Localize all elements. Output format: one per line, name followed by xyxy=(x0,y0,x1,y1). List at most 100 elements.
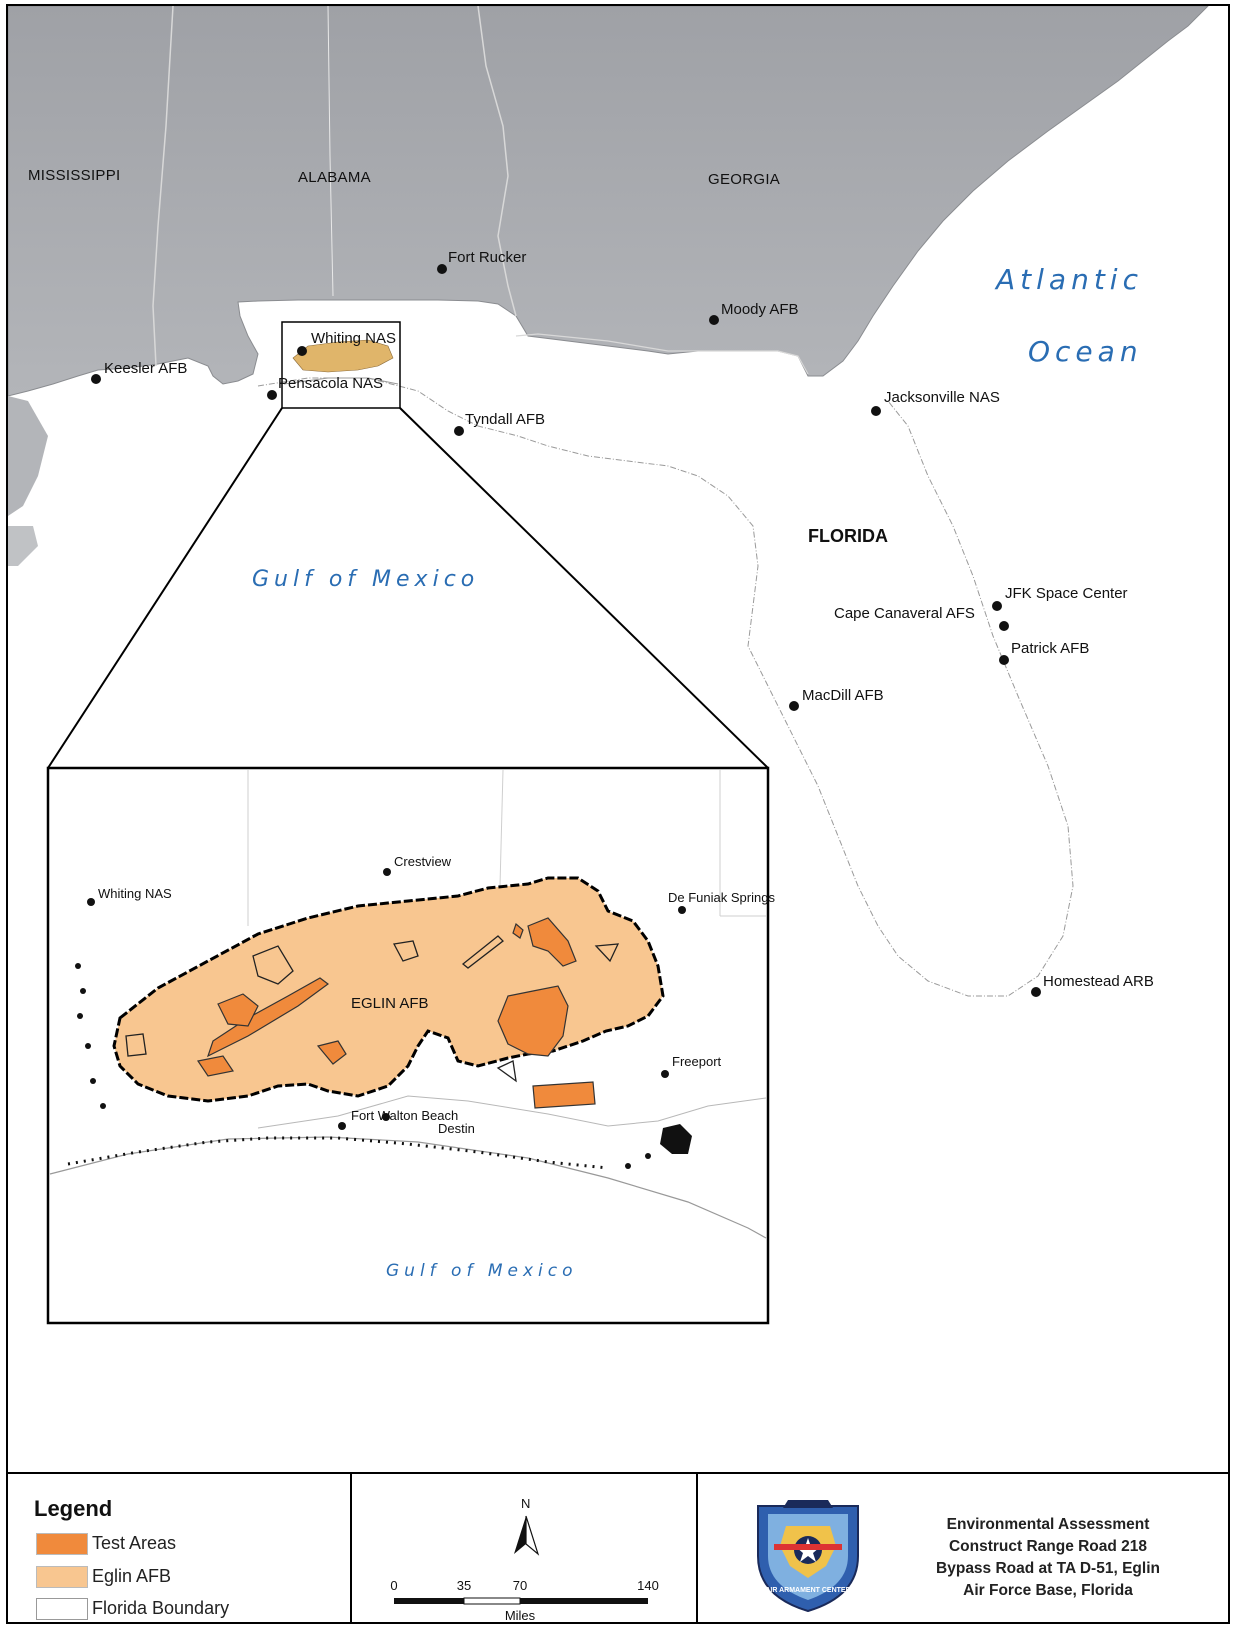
inset-label-eglin: EGLIN AFB xyxy=(351,995,429,1012)
fl-ga-boundary xyxy=(515,333,809,375)
marker-pensacola xyxy=(267,390,277,400)
legend-panel: Legend Test Areas Eglin AFB Florida Boun… xyxy=(8,1474,352,1622)
marker-cape-canaveral xyxy=(999,621,1009,631)
label-fort-rucker: Fort Rucker xyxy=(448,249,526,266)
parcel-outline-4 xyxy=(594,943,620,963)
test-area-1 xyxy=(206,977,330,1058)
legend-label-eglin: Eglin AFB xyxy=(92,1566,172,1586)
label-whiting: Whiting NAS xyxy=(311,330,396,347)
parcel-outline-2 xyxy=(392,940,419,962)
inset-black-blob xyxy=(660,1124,692,1154)
extent-coast xyxy=(283,377,399,385)
parcel-outline-5 xyxy=(496,1060,517,1083)
north-arrow-icon xyxy=(514,1515,540,1556)
inset-map: Whiting NAS Crestview De Funiak Springs … xyxy=(46,766,775,1325)
scale-tick-0: 0 xyxy=(390,1578,397,1593)
label-alabama: ALABAMA xyxy=(298,169,371,186)
inset-shore-dots xyxy=(75,963,651,1169)
marker-jacksonville xyxy=(871,406,881,416)
scale-tick-35: 35 xyxy=(457,1578,471,1593)
label-pensacola: Pensacola NAS xyxy=(278,375,383,392)
inset-gulf-label: Gulf of Mexico xyxy=(386,1261,578,1281)
west-land-fragment-2 xyxy=(8,526,38,566)
inset-marker-destin xyxy=(382,1113,390,1121)
label-florida: FLORIDA xyxy=(808,526,888,546)
al-ga-boundary xyxy=(477,6,517,317)
extent-box xyxy=(281,321,401,409)
marker-macdill xyxy=(789,701,799,711)
label-mississippi: MISSISSIPPI xyxy=(28,167,121,184)
legend-swatch-florida-boundary xyxy=(36,1598,88,1620)
parcel-outline-3 xyxy=(461,935,504,969)
scale-bar xyxy=(394,1597,648,1605)
map-canvas: Whiting NAS Crestview De Funiak Springs … xyxy=(8,6,1209,1325)
test-area-7 xyxy=(532,1081,596,1109)
scale-unit: Miles xyxy=(505,1608,536,1623)
marker-moody xyxy=(709,315,719,325)
inset-marker-crestview xyxy=(383,868,391,876)
label-atlantic: Atlantic xyxy=(994,263,1143,296)
label-keesler: Keesler AFB xyxy=(104,360,187,377)
test-area-2 xyxy=(217,993,259,1027)
test-area-8 xyxy=(512,922,524,939)
label-jfk: JFK Space Center xyxy=(1005,585,1128,602)
legend-swatch-test-areas xyxy=(36,1533,88,1555)
states-landmass xyxy=(8,6,1209,397)
info-strip: Legend Test Areas Eglin AFB Florida Boun… xyxy=(8,1472,1228,1623)
scale-svg: N 0 35 70 140 Miles xyxy=(390,1496,659,1623)
label-cape-canaveral: Cape Canaveral AFS xyxy=(834,605,975,622)
inset-label-fort-walton: Fort Walton Beach xyxy=(351,1108,458,1123)
parcel-outline-1 xyxy=(252,945,294,985)
label-homestead: Homestead ARB xyxy=(1043,973,1154,990)
scale-tick-140: 140 xyxy=(637,1578,659,1593)
marker-keesler xyxy=(91,374,101,384)
ms-al-boundary xyxy=(152,6,174,367)
inset-bay xyxy=(257,1095,767,1129)
label-georgia: GEORGIA xyxy=(708,171,780,188)
inset-coastline xyxy=(49,1136,767,1239)
marker-tyndall xyxy=(454,426,464,436)
marker-patrick xyxy=(999,655,1009,665)
label-ocean: Ocean xyxy=(1028,335,1143,368)
inset-marker-freeport xyxy=(661,1070,669,1078)
marker-homestead xyxy=(1031,987,1041,997)
label-patrick: Patrick AFB xyxy=(1011,640,1089,657)
logo-text: AIR ARMAMENT CENTER xyxy=(765,1587,850,1594)
al-fl-boundary xyxy=(327,6,334,297)
title-line-1: Environmental Assessment xyxy=(946,1516,1150,1533)
scale-panel: N 0 35 70 140 Miles xyxy=(352,1474,698,1623)
inset-label-freeport: Freeport xyxy=(672,1054,722,1069)
legend-swatch-eglin xyxy=(36,1566,88,1588)
north-label: N xyxy=(521,1496,530,1511)
inset-marker-whiting xyxy=(87,898,95,906)
marker-fort-rucker xyxy=(437,264,447,274)
inset-county-line-2 xyxy=(499,769,504,887)
legend-label-test-areas: Test Areas xyxy=(92,1533,177,1553)
test-area-4 xyxy=(316,1040,347,1065)
label-tyndall: Tyndall AFB xyxy=(465,411,545,428)
title-line-4: Air Force Base, Florida xyxy=(963,1582,1133,1599)
test-area-5 xyxy=(497,985,569,1057)
legend-label-florida-boundary: Florida Boundary xyxy=(92,1598,230,1618)
label-moody: Moody AFB xyxy=(721,301,799,318)
label-jacksonville: Jacksonville NAS xyxy=(884,389,1000,406)
inset-label-crestview: Crestview xyxy=(394,854,452,869)
parcel-outline-6 xyxy=(125,1033,147,1057)
test-area-3 xyxy=(197,1055,234,1077)
base-markers xyxy=(91,264,1041,997)
west-land-fragment xyxy=(8,396,48,516)
map-title: Environmental Assessment Construct Range… xyxy=(888,1514,1208,1602)
extent-eglin-thumbnail xyxy=(292,339,394,373)
air-armament-center-logo: AIR ARMAMENT CENTER xyxy=(757,1500,859,1613)
zoom-line-right xyxy=(399,407,769,769)
title-line-2: Construct Range Road 218 xyxy=(948,1538,1148,1555)
marker-whiting xyxy=(297,346,307,356)
inset-label-defuniak: De Funiak Springs xyxy=(668,890,775,905)
map-frame: Whiting NAS Crestview De Funiak Springs … xyxy=(6,4,1230,1624)
test-area-6 xyxy=(527,917,577,967)
florida-outline xyxy=(257,377,1074,997)
legend-title: Legend xyxy=(34,1496,113,1521)
title-panel: AIR ARMAMENT CENTER Environmental Assess… xyxy=(698,1474,1228,1622)
marker-jfk xyxy=(992,601,1002,611)
scale-tick-70: 70 xyxy=(513,1578,527,1593)
